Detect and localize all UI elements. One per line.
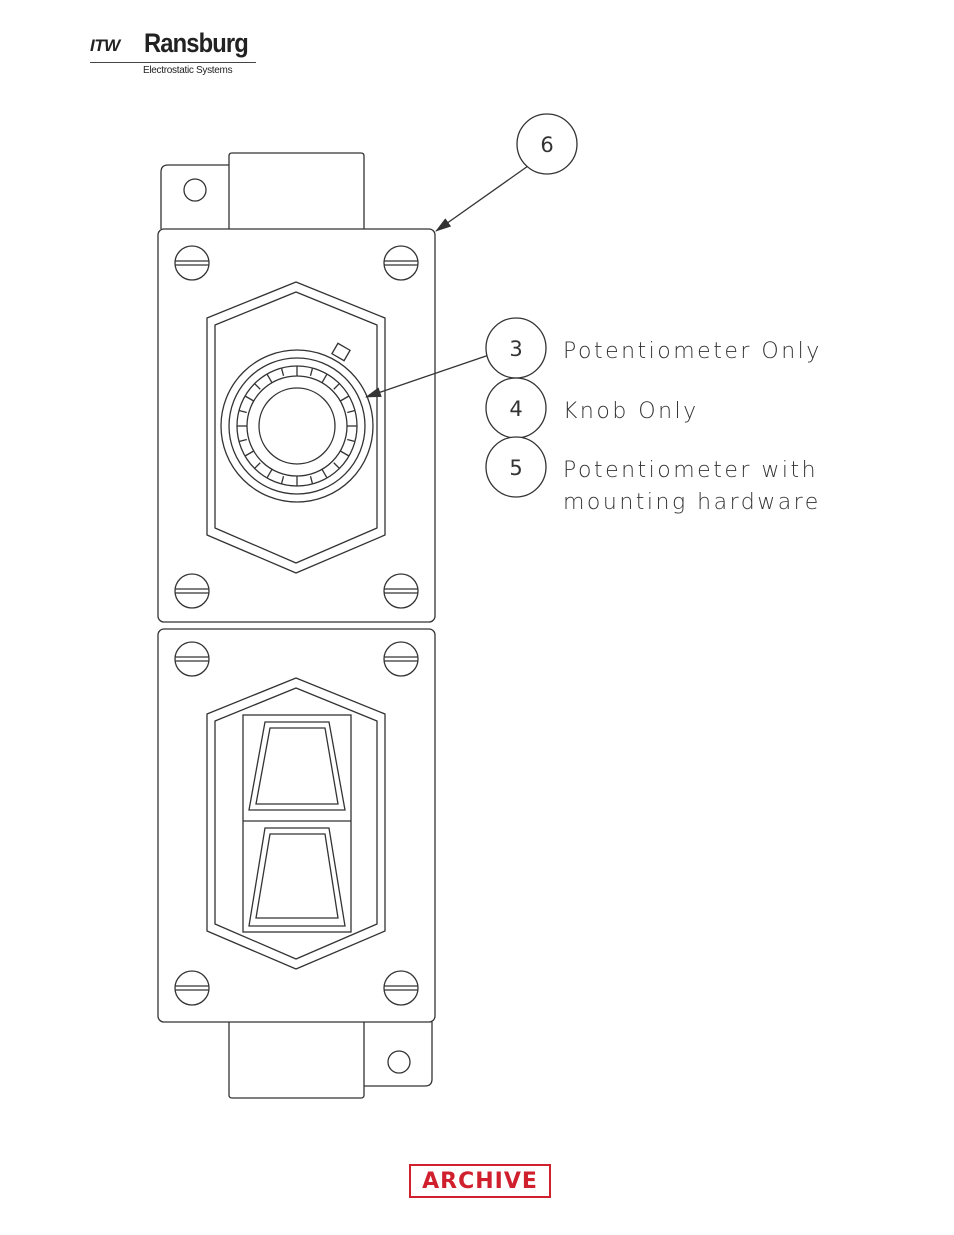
callout-3: 3 Potentiometer Only bbox=[486, 318, 822, 378]
callout-5-label-line-2: mounting hardware bbox=[563, 490, 821, 515]
callout-5-number: 5 bbox=[509, 456, 522, 480]
callout-4-number: 4 bbox=[509, 397, 522, 421]
screw-icon bbox=[384, 246, 418, 280]
callout-6-number: 6 bbox=[540, 133, 553, 157]
bottom-ear-hole bbox=[388, 1051, 410, 1073]
indicator-lamp-top-inner bbox=[256, 728, 338, 804]
screw-icon bbox=[384, 642, 418, 676]
callout-5: 5 Potentiometer with mounting hardware bbox=[486, 437, 821, 515]
upper-hex-outer bbox=[207, 282, 385, 573]
top-left-ear bbox=[161, 165, 229, 229]
callout-3-label: Potentiometer Only bbox=[563, 339, 822, 364]
screw-icon bbox=[384, 574, 418, 608]
screw-icon bbox=[175, 971, 209, 1005]
indicator-lamp-bottom-inner bbox=[256, 834, 338, 918]
potentiometer-dial bbox=[221, 343, 373, 502]
callout-6: 6 bbox=[517, 114, 577, 174]
screw-icon bbox=[175, 246, 209, 280]
archive-stamp-label: ARCHIVE bbox=[422, 1169, 538, 1194]
leader-6 bbox=[436, 166, 528, 231]
top-ear-hole bbox=[184, 179, 206, 201]
bottom-mounting-tab bbox=[229, 1022, 364, 1098]
callout-4-label: Knob Only bbox=[563, 399, 699, 424]
callout-5-label-line-1: Potentiometer with bbox=[563, 458, 818, 483]
screw-icon bbox=[175, 642, 209, 676]
screw-icon bbox=[175, 574, 209, 608]
callout-3-number: 3 bbox=[509, 337, 522, 361]
upper-hex-inner bbox=[215, 292, 377, 563]
archive-stamp: ARCHIVE bbox=[409, 1164, 551, 1198]
top-mounting-tab bbox=[229, 153, 364, 229]
callout-4: 4 Knob Only bbox=[486, 378, 699, 438]
screw-icon bbox=[384, 971, 418, 1005]
bottom-right-ear bbox=[364, 1022, 432, 1086]
